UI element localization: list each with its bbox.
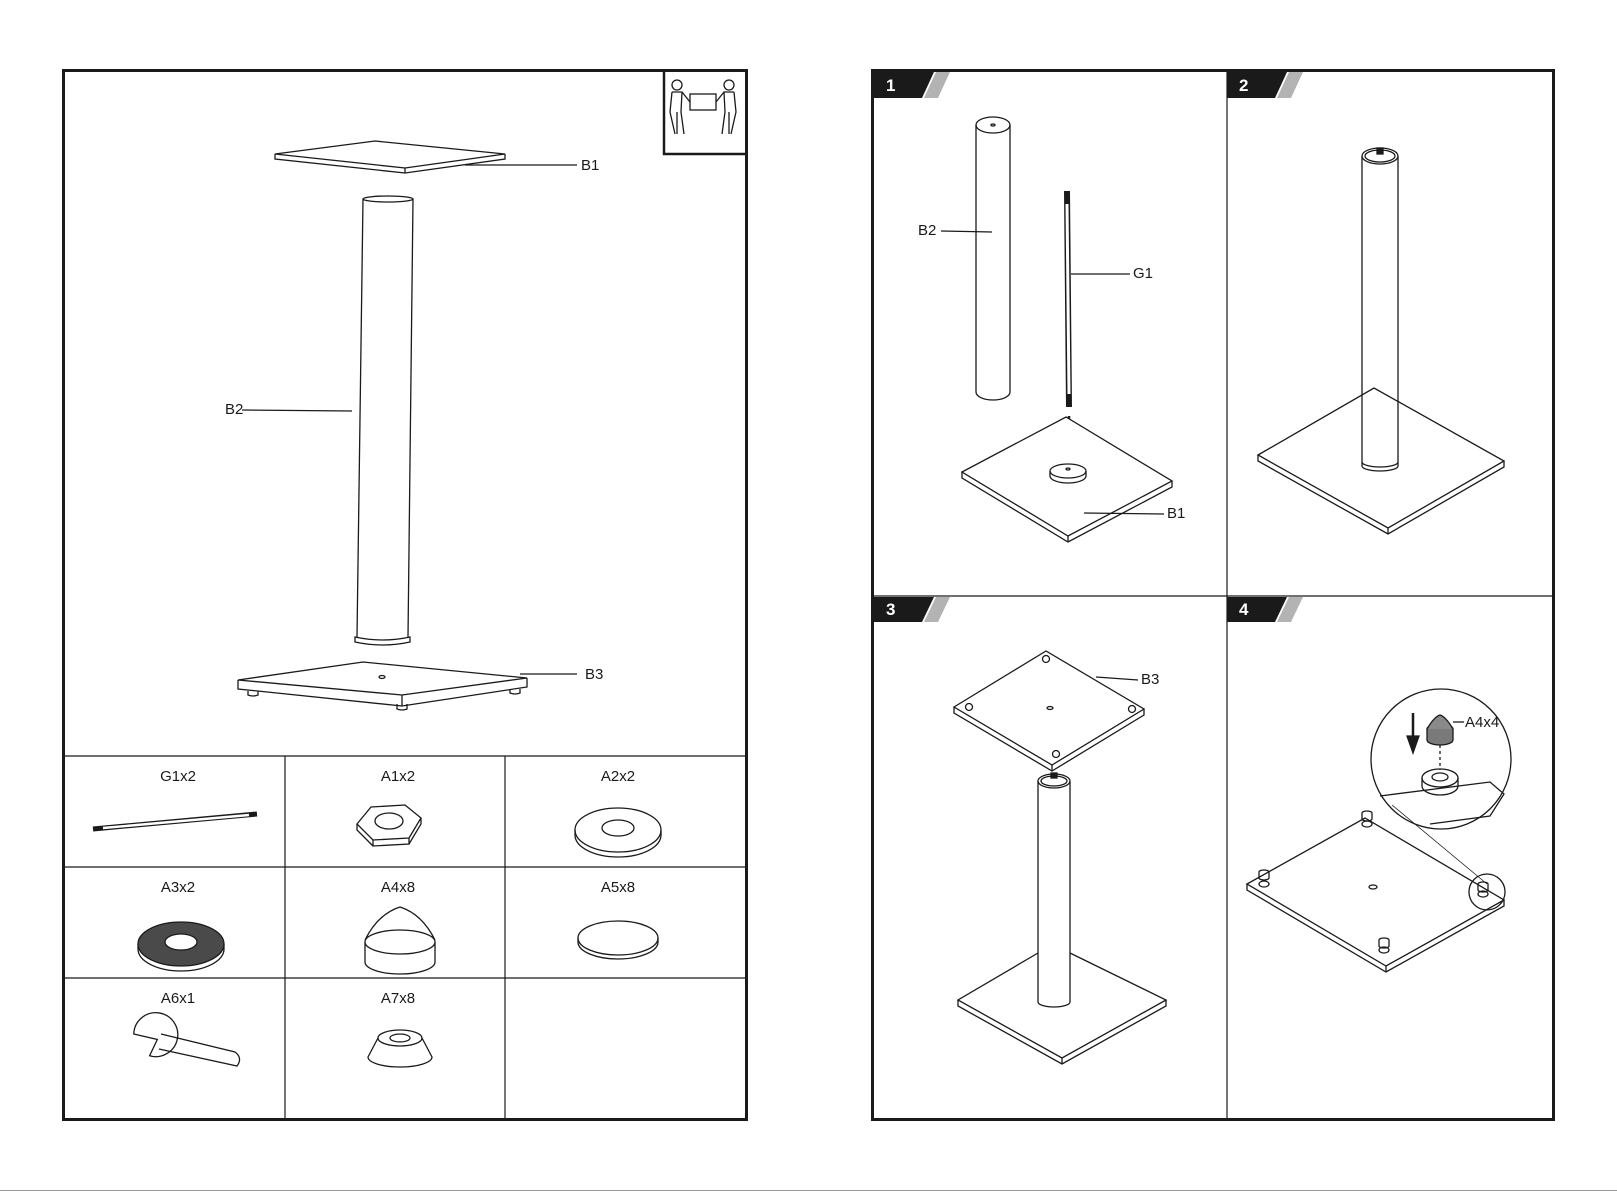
step1-base-b1 <box>962 417 1172 542</box>
part-label-a5: A5x8 <box>505 880 731 896</box>
wrench-icon <box>132 1010 240 1066</box>
label-b3: B3 <box>585 667 603 683</box>
step3-column <box>1038 773 1070 1007</box>
b3-base <box>238 662 577 710</box>
step3-label-b3: B3 <box>1141 672 1159 688</box>
assembly-steps-panel: 1 2 3 4 B2 G1 B1 B3 A4x4 <box>871 69 1555 1121</box>
step-2-number: 2 <box>1239 76 1248 96</box>
step-1-number: 1 <box>886 76 895 96</box>
part-label-a6: A6x1 <box>65 991 291 1007</box>
threaded-rod-icon <box>93 814 257 829</box>
pad-icon <box>578 921 658 959</box>
step1-column-b2 <box>941 117 1010 400</box>
part-label-a4: A4x8 <box>285 880 511 896</box>
step1-label-b1: B1 <box>1167 506 1185 522</box>
step1-label-g1: G1 <box>1133 266 1153 282</box>
part-label-a2: A2x2 <box>505 769 731 785</box>
step4-detail-circle <box>1371 689 1511 829</box>
page-bottom-rule <box>0 1190 1617 1191</box>
exploded-view-drawing <box>65 72 745 1118</box>
rubber-washer-icon <box>138 922 224 971</box>
spike-cup-icon <box>368 1030 432 1067</box>
spike-foot-icon <box>365 907 435 974</box>
step-tabs <box>874 72 1303 622</box>
step1-label-b2: B2 <box>918 223 936 239</box>
part-label-a7: A7x8 <box>285 991 511 1007</box>
flat-washer-icon <box>575 808 661 857</box>
hex-nut-icon <box>357 805 421 846</box>
b1-plate <box>275 141 577 173</box>
step3-base <box>958 953 1166 1064</box>
step4-base-plate <box>1247 805 1505 972</box>
label-b2: B2 <box>225 402 243 418</box>
part-label-a3: A3x2 <box>65 880 291 896</box>
step2-assembled-stand <box>1258 148 1504 534</box>
b2-column <box>242 196 413 645</box>
part-label-a1: A1x2 <box>285 769 511 785</box>
assembly-steps-drawing <box>874 72 1552 1118</box>
step1-rod-g1 <box>1067 191 1130 407</box>
step-4-number: 4 <box>1239 600 1248 620</box>
label-b1: B1 <box>581 158 599 174</box>
step4-label-a4: A4x4 <box>1465 715 1499 731</box>
step-3-number: 3 <box>886 600 895 620</box>
step3-top-plate-b3 <box>954 651 1144 771</box>
exploded-view-panel: B1 B2 B3 G1x2 A1x2 A2x2 A3x2 A4x8 A5x8 A… <box>62 69 748 1121</box>
two-person-lift-icon <box>664 72 745 154</box>
part-label-g1: G1x2 <box>65 769 291 785</box>
